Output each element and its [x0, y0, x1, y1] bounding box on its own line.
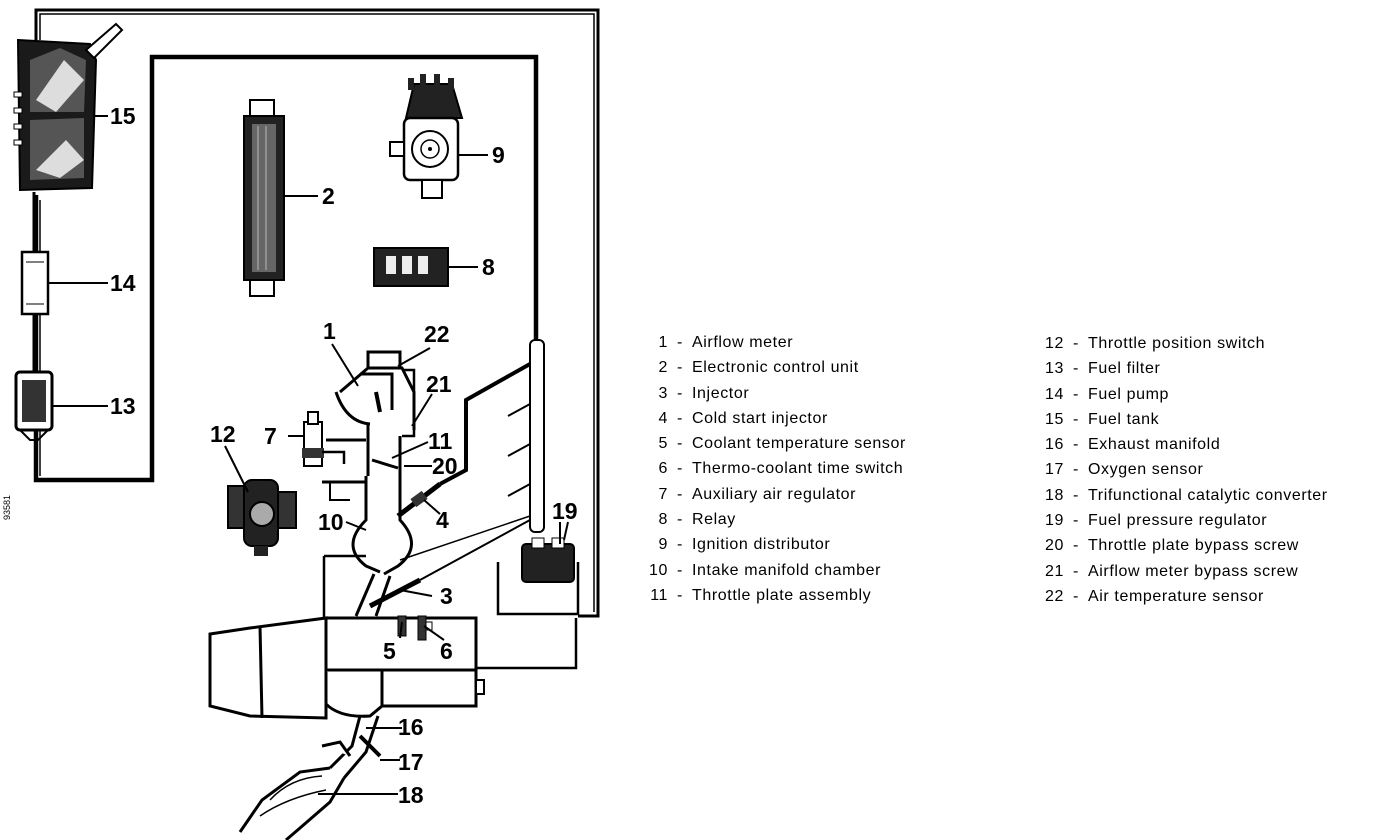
- callout-4: 4: [436, 507, 449, 533]
- legend-item: 3-Injector: [658, 384, 750, 402]
- legend-item: 5-Coolant temperature sensor: [658, 435, 906, 453]
- legend-item: 16-Exhaust manifold: [1045, 436, 1221, 454]
- callout-1: 1: [323, 318, 336, 344]
- legend-item: 8-Relay: [658, 511, 736, 529]
- intake-assembly: [322, 350, 416, 617]
- legend-item: 6-Thermo-coolant time switch: [658, 460, 904, 478]
- throttle-position-switch: [224, 445, 297, 556]
- legend-item: 15-Fuel tank: [1045, 410, 1160, 428]
- exhaust-system: [238, 715, 402, 840]
- ignition-distributor: [389, 74, 488, 199]
- callout-20: 20: [432, 453, 458, 479]
- legend-item: 13-Fuel filter: [1045, 360, 1161, 378]
- legend-item: 20-Throttle plate bypass screw: [1045, 537, 1299, 555]
- cold-start-injector: [396, 482, 442, 518]
- callout-8: 8: [482, 254, 495, 280]
- fuel-tank: [13, 22, 124, 192]
- auxiliary-air-regulator: [288, 411, 346, 467]
- callout-6: 6: [440, 638, 453, 664]
- callout-2: 2: [322, 183, 335, 209]
- legend-item: 12-Throttle position switch: [1045, 335, 1266, 352]
- callout-18: 18: [398, 782, 424, 808]
- legend-item: 22-Air temperature sensor: [1045, 587, 1264, 605]
- legend-item: 1-Airflow meter: [658, 334, 794, 351]
- figure-code: 93581: [2, 495, 12, 520]
- callout-labels: 1 2 3 4 5 6 7 8 9 10 11 12 13 14 15 16 1…: [110, 103, 578, 808]
- callout-14: 14: [110, 270, 136, 296]
- callout-5: 5: [383, 638, 396, 664]
- callout-16: 16: [398, 714, 424, 740]
- callout-11: 11: [428, 428, 453, 454]
- fuel-filter: [14, 370, 108, 441]
- callout-12: 12: [210, 421, 236, 447]
- legend-right-column: 12-Throttle position switch 13-Fuel filt…: [1036, 331, 1328, 609]
- callout-15: 15: [110, 103, 136, 129]
- callout-9: 9: [492, 142, 505, 168]
- fuel-return-line: [34, 8, 600, 618]
- legend-item: 19-Fuel pressure regulator: [1045, 512, 1268, 530]
- callout-3: 3: [440, 583, 453, 609]
- fuel-pressure-regulator: [496, 522, 580, 616]
- legend-item: 18-Trifunctional catalytic converter: [1045, 486, 1328, 504]
- legend-item: 21-Airflow meter bypass screw: [1045, 562, 1299, 580]
- legend-item: 14-Fuel pump: [1045, 385, 1169, 403]
- relay: [373, 247, 478, 287]
- legend-item: 2-Electronic control unit: [658, 359, 859, 377]
- callout-22: 22: [424, 321, 450, 347]
- legend-item: 9-Ignition distributor: [658, 536, 831, 554]
- leader-lines: [331, 343, 569, 641]
- legend-item: 10-Intake manifold chamber: [649, 561, 882, 579]
- electronic-control-unit: [243, 99, 318, 297]
- legend-item: 7-Auxiliary air regulator: [658, 485, 857, 503]
- fuel-rail: [399, 339, 545, 581]
- engine-block: [208, 616, 485, 720]
- callout-21: 21: [426, 371, 452, 397]
- fuel-pump: [20, 192, 108, 372]
- legend-left-column: 1-Airflow meter 2-Electronic control uni…: [640, 330, 906, 608]
- callout-7: 7: [264, 423, 277, 449]
- callout-19: 19: [552, 498, 578, 524]
- injector: [368, 577, 433, 609]
- legend-item: 4-Cold start injector: [658, 409, 828, 427]
- callout-13: 13: [110, 393, 136, 419]
- callout-17: 17: [398, 749, 424, 775]
- legend-item: 17-Oxygen sensor: [1045, 461, 1204, 479]
- callout-10: 10: [318, 509, 344, 535]
- legend-item: 11-Throttle plate assembly: [650, 586, 872, 604]
